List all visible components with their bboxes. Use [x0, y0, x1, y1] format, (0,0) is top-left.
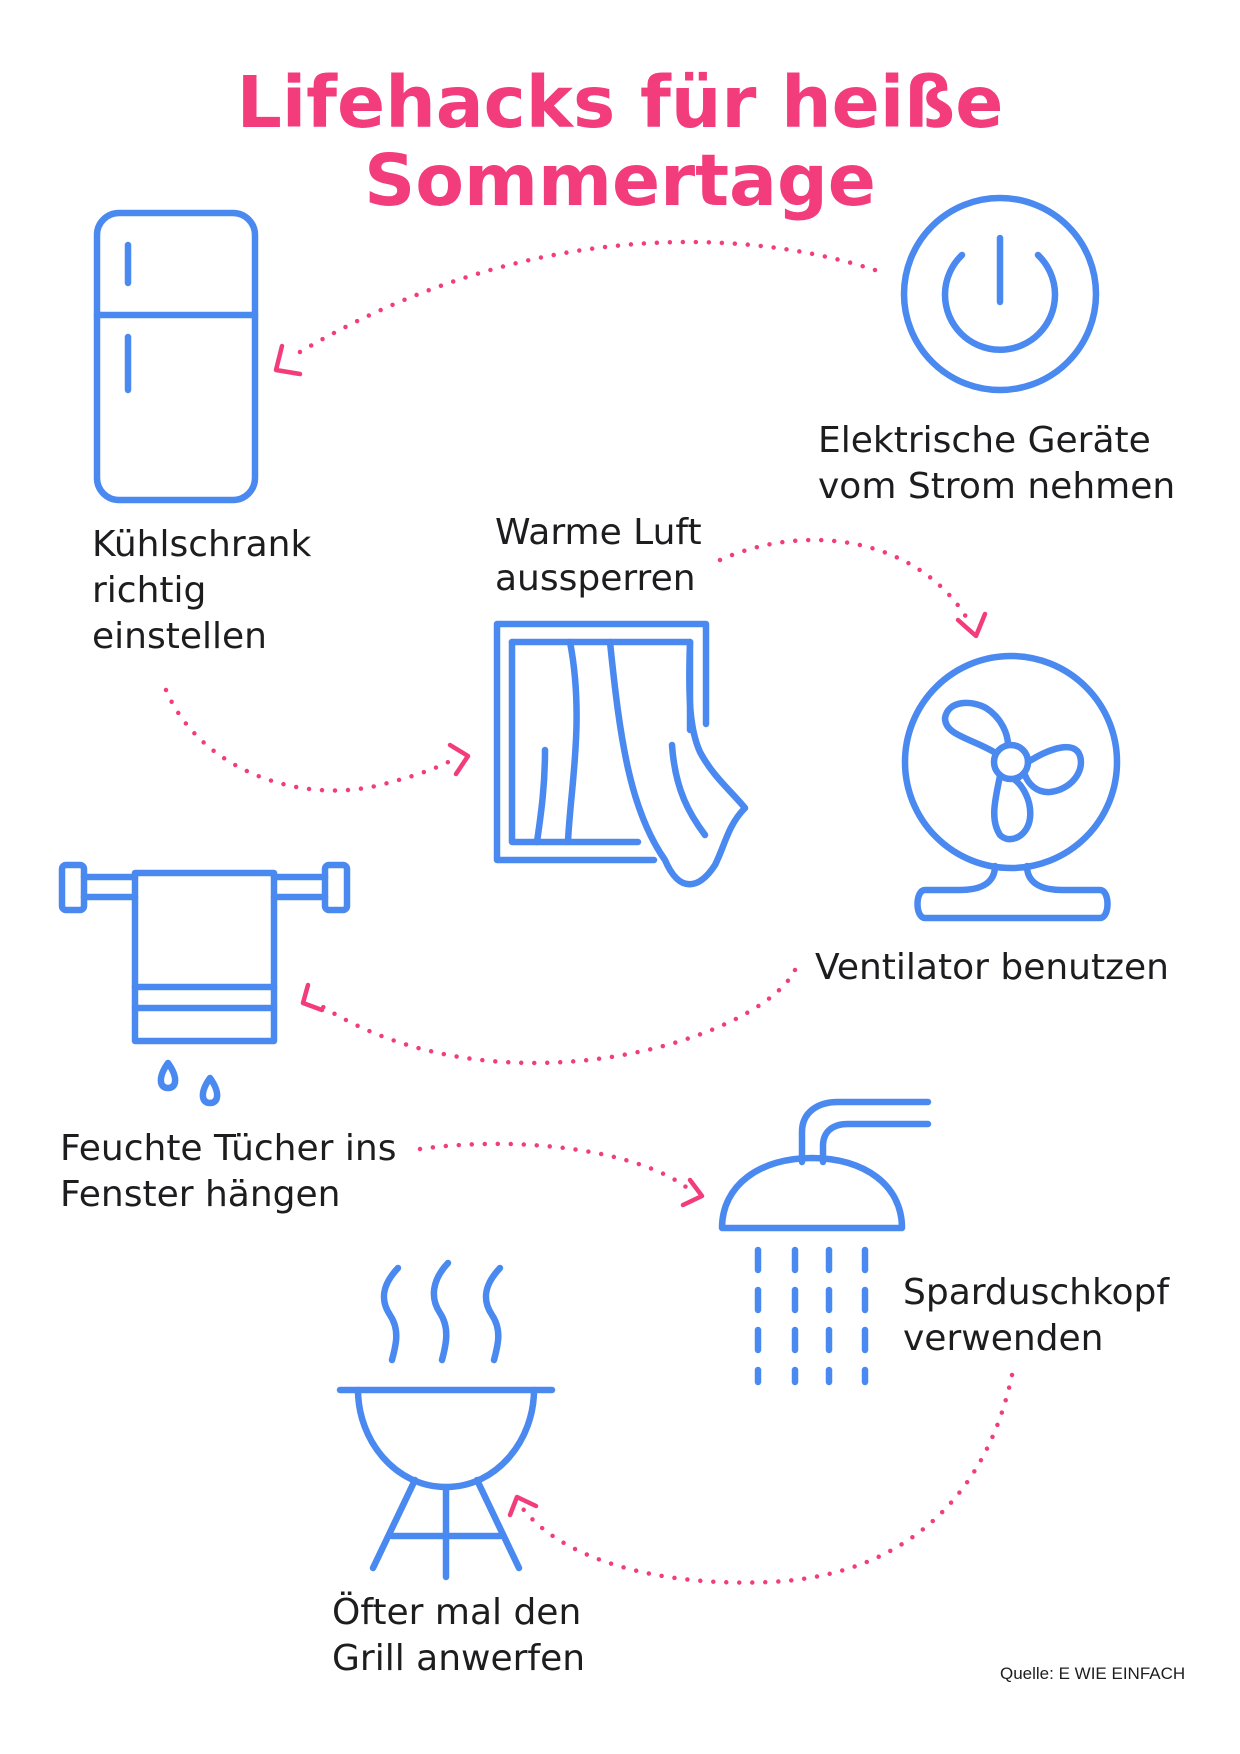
tip-fan: Ventilator benutzen	[815, 947, 1169, 988]
arrow-power-to-fridge	[273, 239, 878, 377]
tip-window: Warme Luft aussperren	[495, 512, 702, 599]
tip-towel: Feuchte Tücher ins Fenster hängen	[60, 1128, 397, 1215]
tip-power: Elektrische Geräte vom Strom nehmen	[818, 420, 1176, 507]
arrow-towel-to-shower	[417, 1141, 705, 1208]
window-curtain-icon	[493, 620, 749, 888]
grill-icon	[336, 1259, 556, 1581]
page-title: Lifehacks für heiße Sommertage	[236, 61, 1004, 223]
arrow-window-to-fan	[717, 537, 988, 639]
power-icon	[900, 194, 1100, 394]
tip-fridge: Kühlschrank richtig einstellen	[92, 524, 312, 657]
tip-shower: Sparduschkopf verwenden	[903, 1272, 1170, 1359]
shower-head-icon	[718, 1098, 932, 1386]
arrow-shower-to-grill	[507, 1372, 1015, 1585]
towel-icon	[58, 861, 351, 1107]
fridge-icon	[93, 209, 259, 504]
source-credit: Quelle: E WIE EINFACH	[1000, 1664, 1186, 1683]
fan-icon	[901, 652, 1121, 922]
tip-grill: Öfter mal den Grill anwerfen	[332, 1592, 586, 1679]
arrow-fan-to-towel	[300, 967, 798, 1066]
arrow-fridge-to-window	[163, 687, 471, 793]
